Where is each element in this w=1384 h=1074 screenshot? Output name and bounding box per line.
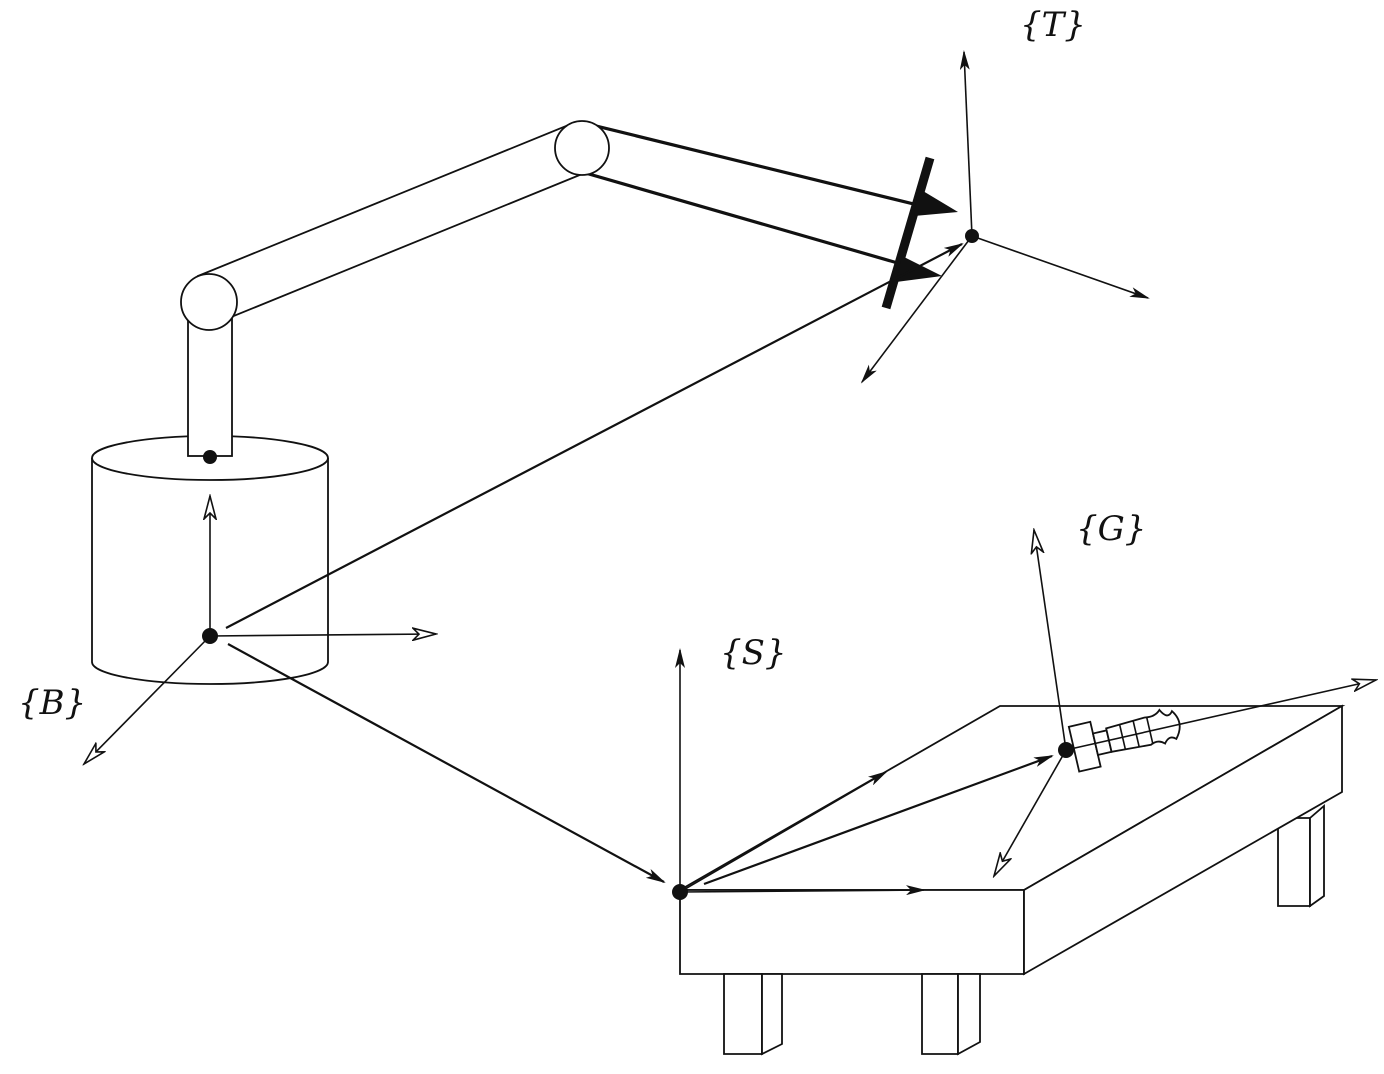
table-side-face bbox=[1023, 704, 1343, 976]
arm-link-forearm-bottom bbox=[581, 170, 923, 272]
base-top-point bbox=[203, 450, 217, 464]
frame-station bbox=[672, 648, 926, 900]
vector-base-to-station bbox=[227, 643, 666, 883]
base-x-axis bbox=[209, 634, 436, 636]
gripper bbox=[881, 156, 958, 310]
station-x-axis bbox=[679, 885, 926, 896]
robot-arm bbox=[180, 120, 958, 464]
goal-y-axis bbox=[994, 749, 1067, 876]
station-origin bbox=[672, 884, 688, 900]
table-front-face bbox=[679, 889, 1025, 975]
frame-tool bbox=[860, 50, 1150, 384]
vector-station-to-goal bbox=[703, 754, 1054, 886]
shoulder-joint bbox=[180, 273, 238, 331]
table-leg-front-middle bbox=[921, 973, 981, 1056]
table-leg-back-right bbox=[1277, 804, 1325, 908]
tool-x-axis bbox=[971, 235, 1150, 299]
frame-label-goal: {G} bbox=[1076, 509, 1146, 549]
station-y-axis bbox=[679, 770, 888, 893]
frame-label-base: {B} bbox=[18, 683, 86, 723]
tool-origin bbox=[965, 229, 979, 243]
tool-y-axis bbox=[860, 235, 973, 384]
frame-goal bbox=[994, 530, 1376, 876]
goal-z-axis bbox=[1034, 530, 1067, 751]
arm-link-forearm-top bbox=[587, 122, 931, 210]
table bbox=[676, 704, 1346, 1056]
elbow-joint bbox=[554, 120, 610, 176]
table-leg-front-left bbox=[723, 973, 783, 1056]
transform-vectors bbox=[225, 243, 1054, 886]
goal-origin bbox=[1058, 742, 1074, 758]
arm-link-upper bbox=[196, 122, 594, 324]
frame-label-station: {S} bbox=[720, 633, 787, 673]
base-origin bbox=[202, 628, 218, 644]
frame-label-tool: {T} bbox=[1020, 5, 1086, 45]
vector-base-to-tool bbox=[225, 243, 964, 629]
goal-x-axis bbox=[1065, 680, 1376, 751]
base-y-axis bbox=[84, 635, 211, 764]
tool-z-axis bbox=[959, 50, 973, 237]
frame-base bbox=[84, 496, 436, 764]
